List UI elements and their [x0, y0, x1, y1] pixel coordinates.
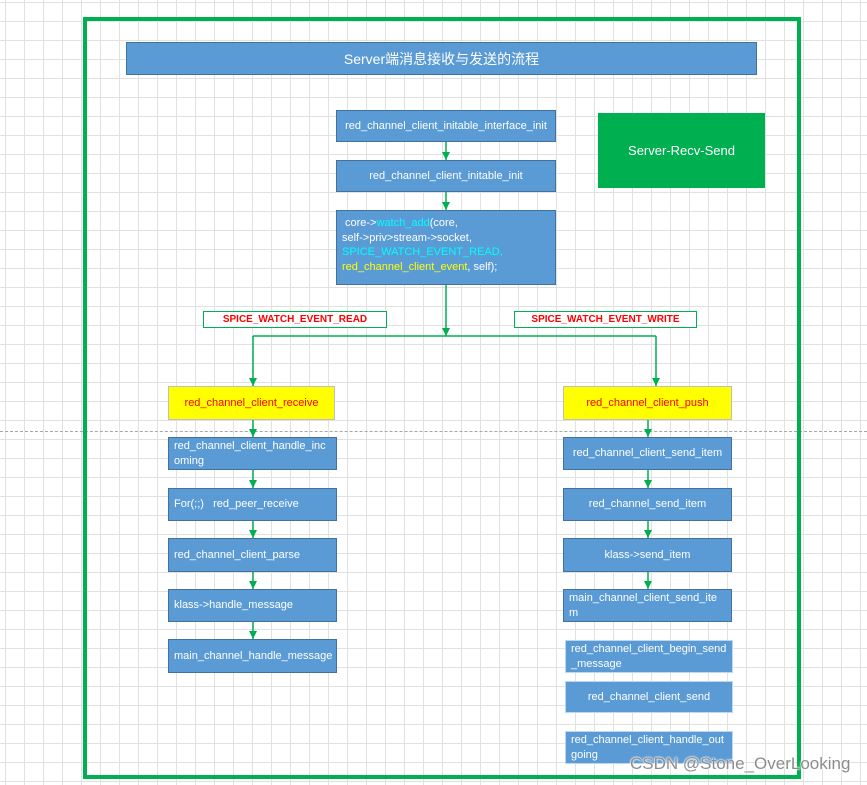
receive-step-parse: red_channel_client_parse: [168, 538, 337, 572]
step-text-line: red_channel_client_parse: [174, 548, 300, 561]
code-callback-arg: red_channel_client_event: [342, 260, 468, 273]
step-text-line: red_channel_send_item: [588, 498, 707, 510]
send-step-handle-outgoing: red_channel_client_handle_out going: [565, 731, 733, 764]
step-text-line: red_channel_client_begin_send: [571, 642, 727, 655]
box-label: red_channel_client_receive: [184, 396, 319, 409]
code-line-socket: self->priv>stream->socket,: [342, 231, 472, 246]
branch-label-read: SPICE_WATCH_EVENT_READ: [203, 311, 387, 328]
watch-add-call-box: core->watch_add(core, self->priv>stream-…: [336, 210, 556, 285]
step-text-line: klass->send_item: [604, 548, 691, 561]
box-label: red_channel_client_initable_interface_in…: [345, 119, 547, 132]
code-function: watch_add: [376, 217, 430, 229]
step-text-line: red_channel_client_send: [587, 690, 711, 703]
branch-label-write: SPICE_WATCH_EVENT_WRITE: [514, 311, 697, 328]
send-step-klass-send-item: klass->send_item: [563, 538, 732, 572]
interface-init-box: red_channel_client_initable_interface_in…: [336, 110, 556, 142]
diagram-frame: [83, 17, 801, 779]
step-text-line: klass->handle_message: [174, 599, 293, 611]
code-line-watch-add: core->watch_add(core,: [342, 216, 458, 231]
code-line-callback: red_channel_client_event, self);: [342, 260, 497, 275]
code-socket-arg: self->priv>stream->socket,: [342, 231, 472, 244]
step-text-line: main_channel_client_send_ite: [569, 591, 717, 604]
send-step-client-send-item: red_channel_client_send_item: [563, 437, 732, 470]
send-step-client-send: red_channel_client_send: [565, 681, 733, 713]
step-text-line: going: [571, 748, 598, 761]
code-line-event: SPICE_WATCH_EVENT_READ,: [342, 245, 503, 260]
step-text-line: For(;;) red_peer_receive: [174, 498, 299, 510]
receive-step-main-handle-message: main_channel_handle_message: [168, 639, 337, 673]
code-event-arg: SPICE_WATCH_EVENT_READ,: [342, 246, 503, 258]
step-text-line: oming: [174, 454, 204, 467]
server-recv-send-badge: Server-Recv-Send: [598, 113, 765, 188]
step-text-line: m: [569, 606, 579, 619]
step-text-line: red_channel_client_handle_out: [571, 733, 724, 746]
send-step-main-client-send-item: main_channel_client_send_ite m: [563, 589, 732, 622]
initable-init-box: red_channel_client_initable_init: [336, 160, 556, 192]
receive-step-handle-incoming: red_channel_client_handle_inc oming: [168, 437, 337, 470]
send-step-channel-send-item: red_channel_send_item: [563, 488, 732, 521]
code-args-close: , self);: [467, 260, 498, 273]
step-text-line: _message: [571, 657, 622, 670]
box-label: red_channel_client_push: [586, 396, 709, 409]
page-title: Server端消息接收与发送的流程: [126, 42, 757, 75]
watermark: CSDN @Stone_OverLooking: [630, 754, 851, 773]
page-break-line: [0, 431, 867, 432]
box-label: red_channel_client_initable_init: [369, 169, 523, 182]
send-step-begin-send-message: red_channel_client_begin_send _message: [565, 640, 733, 673]
step-text-line: red_channel_client_handle_inc: [174, 439, 326, 452]
code-args-open: (core,: [429, 217, 458, 229]
receive-step-peer-receive: For(;;) red_peer_receive: [168, 488, 337, 521]
code-object: core->: [345, 217, 377, 229]
step-text-line: main_channel_handle_message: [174, 649, 333, 662]
step-text-line: red_channel_client_send_item: [572, 447, 723, 459]
receive-entry-box: red_channel_client_receive: [168, 386, 335, 420]
push-entry-box: red_channel_client_push: [563, 386, 732, 420]
receive-step-handle-message: klass->handle_message: [168, 589, 337, 622]
